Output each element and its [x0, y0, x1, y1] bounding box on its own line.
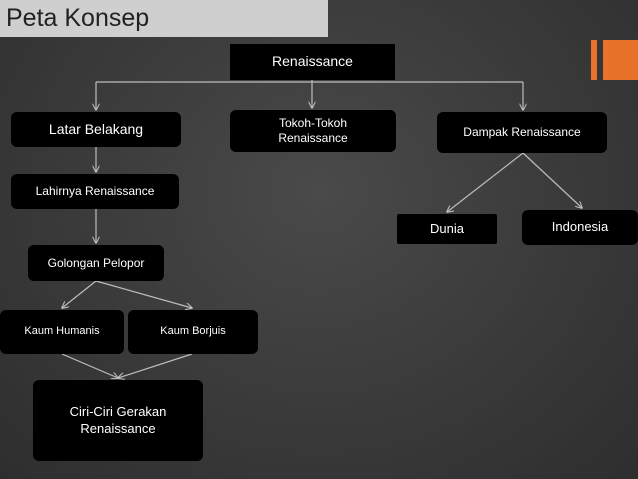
node-dampak-renaissance: Dampak Renaissance [437, 112, 607, 153]
edge-dampak-indonesia [522, 152, 582, 208]
slide-title: Peta Konsep [0, 0, 328, 37]
node-dunia: Dunia [397, 214, 497, 244]
edge-borjuis-ciri [118, 353, 193, 378]
node-kaum-borjuis: Kaum Borjuis [128, 310, 258, 354]
node-golongan-pelopor: Golongan Pelopor [28, 245, 164, 281]
node-renaissance: Renaissance [230, 44, 395, 80]
node-latar-belakang: Latar Belakang [11, 112, 181, 147]
node-lahirnya-renaissance: Lahirnya Renaissance [11, 174, 179, 209]
edge-golongan-humanis [62, 280, 97, 308]
node-tokoh-tokoh-renaissance: Tokoh-Tokoh Renaissance [230, 110, 396, 152]
edge-golongan-borjuis [95, 280, 192, 308]
node-ciri-ciri-gerakan-renaissance: Ciri-Ciri Gerakan Renaissance [33, 380, 203, 461]
edge-dampak-dunia [447, 152, 524, 212]
edge-humanis-ciri [61, 353, 118, 378]
accent-bar-left [591, 40, 597, 80]
accent-bar-right [603, 40, 638, 80]
node-indonesia: Indonesia [522, 210, 638, 245]
node-kaum-humanis: Kaum Humanis [0, 310, 124, 354]
